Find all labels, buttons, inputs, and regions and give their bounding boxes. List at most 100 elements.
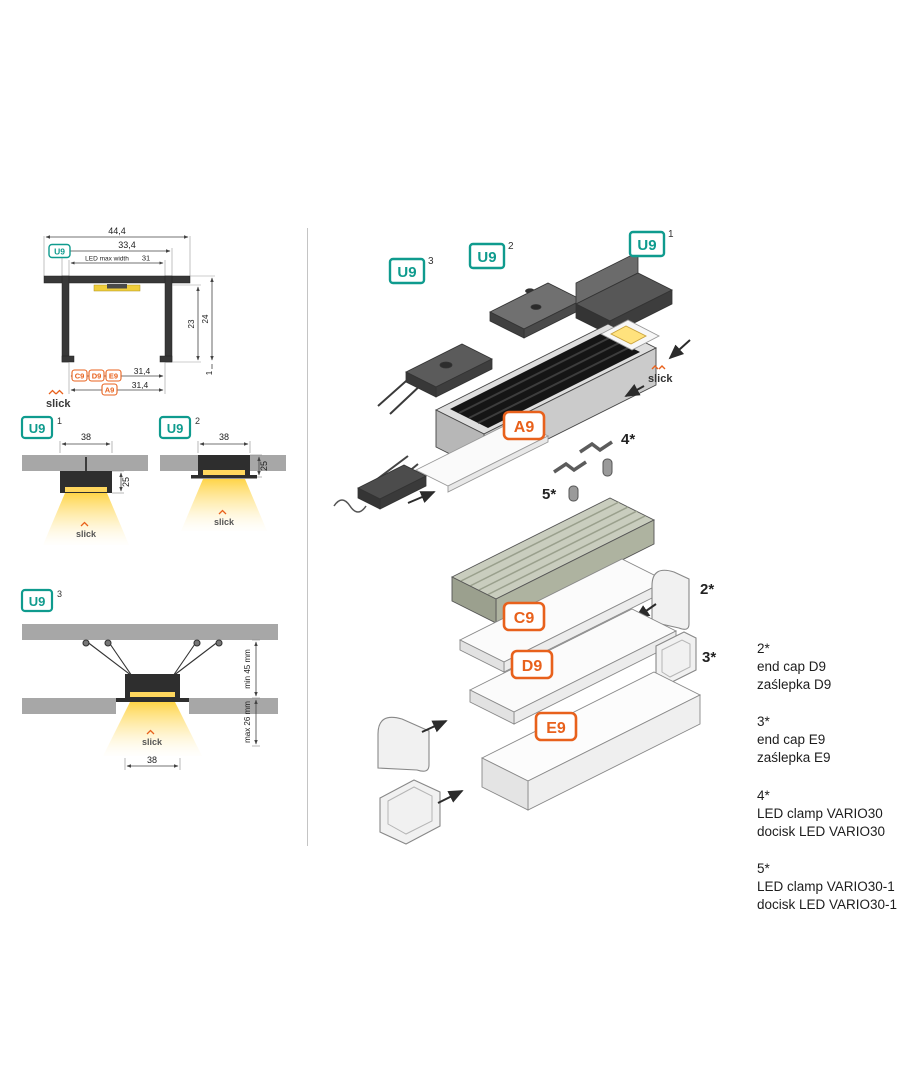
callout-4: 4* [621,431,635,448]
legend-line-en: LED clamp VARIO30-1 [757,879,895,895]
cross-section-diagram: 44,4 U9 33,4 LED max width 31 [43,226,215,410]
u9-badge [158,415,192,440]
legend-item-3: 3* end cap E9 zaślepka E9 [757,713,910,766]
slick-caret-icon [651,365,659,370]
a9-badge-label: A9 [514,419,535,436]
slick-logo: slick [46,389,71,410]
u9-badge-sup: 2 [195,416,200,426]
dim-cde-label: 31,4 [134,366,151,376]
u9-badge-sup: 3 [57,589,62,599]
legend: 2* end cap D9 zaślepka D9 3* end cap E9 … [757,640,910,934]
arrow-icon [624,384,645,397]
u9-1-badge-label: U9 [637,237,656,254]
dim-max-26: max 26 mm [243,699,260,747]
slick-label: slick [142,737,163,747]
u9-2-badge: U9 2 [468,241,514,270]
slick-label: slick [76,529,97,539]
ceiling-band-lower-right [189,698,278,714]
u9-badge-label: U9 [29,594,46,609]
profile-flange [116,698,189,702]
a9-badge: A9 [502,410,546,441]
dim-1-label: 1 [205,370,214,375]
mounting-diagram-u9-2: U9 2 38 25 slick [158,415,286,531]
section-divider [307,228,308,846]
dim-max-label: max 26 mm [243,701,252,743]
u9-1-badge: U9 1 [628,229,674,258]
dim-height-23: 23 [172,284,201,363]
part-a9-profile [434,319,660,472]
part-u9-2-bracket [489,282,583,339]
arrow-icon [668,339,691,360]
legend-line-en: end cap E9 [757,732,826,748]
dim-height-24: 24 [190,275,215,361]
slick-logo: slick [648,365,673,385]
slick-caret-icon [80,521,89,527]
legend-line-en: LED clamp VARIO30 [757,805,883,821]
profile-body [125,674,180,702]
c9-mini-badge [71,369,88,382]
arrow-icon [437,790,464,804]
part-led-clamp-vario30 [579,440,613,477]
slick-label: slick [648,373,673,385]
part-u9-3-bracket [377,343,493,415]
c9-badge: C9 [502,601,546,632]
legend-item-2: 2* end cap D9 zaślepka D9 [757,640,910,693]
led-strip [610,325,647,345]
part-u9-1-bracket [575,251,673,336]
dim-38: 38 [124,755,181,770]
part-end-cap-2 [651,569,690,630]
dim-total-label: 44,4 [108,226,126,236]
slick-label: slick [46,398,71,410]
slick-caret-icon [48,389,57,395]
e9-mini-badge-label: E9 [109,372,118,381]
c9-mini-badge-label: C9 [75,372,85,381]
dim-lip-1: 1 [205,364,214,375]
e9-mini-badge [105,369,122,382]
slick-label: slick [214,517,235,527]
u9-2-badge-sup: 2 [508,241,514,252]
ceiling-band-left [160,455,198,471]
dim-25-label: 25 [121,477,131,487]
d9-badge-label: D9 [522,658,543,675]
mounting-diagram-u9-1: U9 1 38 25 slick [20,415,148,545]
legend-line-pl: zaślepka D9 [757,676,832,692]
part-mounting-bracket [333,455,427,513]
u9-badge [20,588,54,613]
light-cone [43,493,129,545]
part-end-cap-curved [377,716,430,772]
d9-mini-badge-label: D9 [92,372,102,381]
spring-wires [82,639,223,677]
arrow-icon [421,720,448,733]
profile-cross-section [43,275,191,363]
u9-badge [20,415,54,440]
u9-badge-sup: 1 [57,416,62,426]
d9-badge: D9 [510,649,554,680]
legend-num: 5* [757,861,770,877]
dim-38-label: 38 [147,755,157,765]
legend-num: 2* [757,641,770,656]
ceiling-band-lower-left [22,698,116,714]
u9-mini-badge-label: U9 [54,247,65,257]
c9-badge-label: C9 [514,610,535,627]
slick-caret-icon [146,729,155,735]
callout-3: 3* [702,649,716,666]
dim-min-label: min 45 mm [243,649,252,689]
callout-5: 5* [542,486,556,503]
e9-badge: E9 [534,711,578,742]
dim-min-45: min 45 mm [243,639,260,699]
dim-u9-width: U9 33,4 [48,240,173,276]
slick-caret-icon [55,389,64,395]
u9-3-badge-label: U9 [397,264,416,281]
legend-line-en: end cap D9 [757,658,827,674]
u9-badge-label: U9 [29,421,46,436]
legend-line-pl: zaślepka E9 [757,750,831,766]
led-max-value: 31 [142,254,150,263]
u9-3-badge-sup: 3 [428,256,434,267]
part-led-clamp-vario30-1 [553,460,587,502]
dim-a9-label: 31,4 [132,380,149,390]
dim-25-label: 25 [259,461,269,471]
d9-mini-badge [88,369,105,382]
legend-line-pl: docisk LED VARIO30 [757,823,886,839]
legend-item-5: 5* LED clamp VARIO30-1 docisk LED VARIO3… [757,860,910,913]
